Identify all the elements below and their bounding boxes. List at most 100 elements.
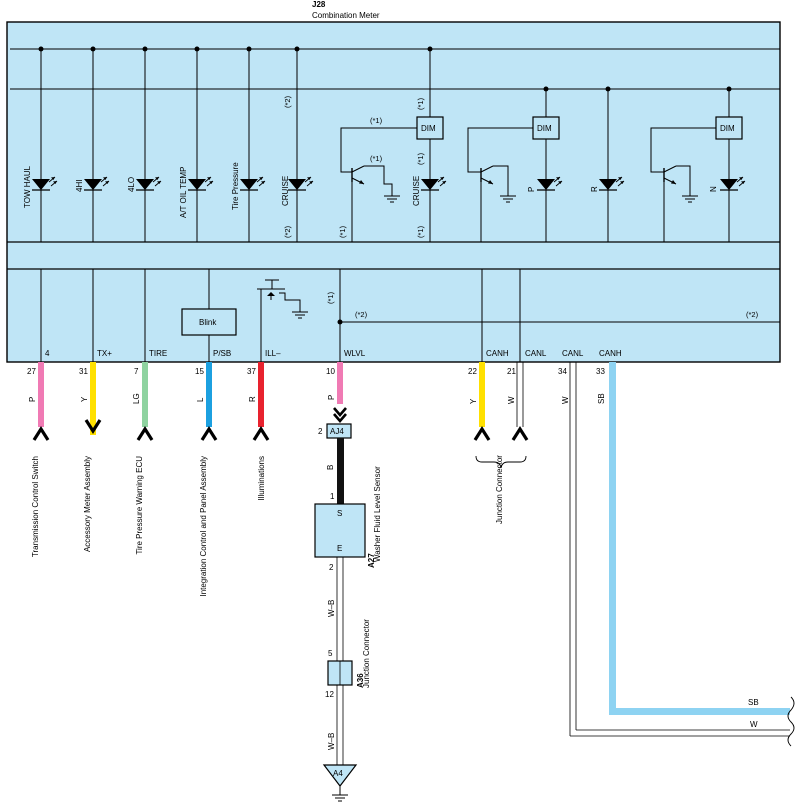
note-star1-gnd: (*1): [370, 154, 383, 163]
note-star1-mid: (*1): [416, 152, 425, 165]
indicator-at-oil-temp: A/T OIL TEMP: [179, 49, 214, 242]
indicator-cruise-star2: CRUISE (*2) (*2): [281, 49, 314, 242]
dim-label: DIM: [421, 124, 436, 133]
washer-fluid-sensor: [314, 503, 366, 558]
dest-accessory-meter: Accessory Meter Assembly: [83, 456, 92, 552]
wire-color: W: [507, 396, 516, 404]
pin-number: 33: [596, 367, 605, 376]
sensor-e-label: E: [337, 544, 342, 553]
ill-minus-fet: [257, 279, 309, 362]
component-code: J28: [312, 0, 326, 9]
destination-labels: Transmission Control Switch Accessory Me…: [31, 456, 266, 597]
sensor-pin-s: 1: [330, 492, 335, 501]
junction-brace: [475, 455, 527, 469]
terminal-name: CANH: [599, 349, 622, 358]
dest-illuminations: Illuminations: [257, 456, 266, 500]
terminal-name: TIRE: [149, 349, 167, 358]
pin-number: 15: [195, 367, 204, 376]
note-star2-bottom: (*2): [283, 225, 292, 238]
wire-yellow-txplus: [90, 362, 96, 435]
a36-code: A36: [356, 673, 365, 688]
terminal-name: CANH: [486, 349, 509, 358]
sensor-pin-e: 2: [329, 563, 334, 572]
pin-number: 37: [247, 367, 256, 376]
a36-pin-out: 12: [325, 690, 334, 699]
note-star1-base: (*1): [338, 225, 347, 238]
bus-sb-label: SB: [748, 698, 759, 707]
wire-b-label: B: [326, 465, 335, 470]
terminal-name: CANL: [562, 349, 584, 358]
terminal-name: TX+: [97, 349, 112, 358]
terminal-name: ILL–: [265, 349, 281, 358]
wire-pink-4: [38, 362, 44, 427]
wire-color: Y: [469, 398, 478, 404]
terminal-name: CANL: [525, 349, 547, 358]
indicator-label: R: [590, 186, 599, 192]
dim-label: DIM: [720, 124, 735, 133]
note-star2-wlvl: (*2): [355, 310, 368, 319]
wire-red-ill: [258, 362, 264, 427]
component-name: Combination Meter: [312, 11, 380, 20]
terminal-names: 4 TX+ TIRE P/SB ILL– WLVL CANH CANL CANL…: [45, 349, 622, 358]
external-wires: [38, 362, 524, 435]
wire-white-black: [336, 557, 344, 765]
terminal-name: 4: [45, 349, 50, 358]
indicator-label: Tire Pressure: [231, 162, 240, 210]
indicator-tow-haul: TOW HAUL: [23, 49, 58, 242]
ground-a4: [322, 764, 358, 787]
indicator-p: DIM P: [467, 89, 563, 242]
note-star1-top: (*1): [416, 97, 425, 110]
note-star1-wlvl: (*1): [326, 291, 335, 304]
ground-code: A4: [333, 769, 343, 778]
dest-transmission: Transmission Control Switch: [31, 456, 40, 557]
wire-color: SB: [597, 393, 606, 404]
terminal-name: WLVL: [344, 349, 366, 358]
pin-number: 21: [507, 367, 516, 376]
wire-yellow-canh: [479, 362, 485, 427]
connector-arrow: [32, 427, 50, 442]
pin-number: 27: [27, 367, 36, 376]
note-star1-dim: (*1): [370, 116, 383, 125]
wire-pink-wlvl: [337, 362, 343, 404]
wire-blue-psb: [206, 362, 212, 427]
indicator-r: R: [590, 89, 625, 242]
sensor-name: Washer Fluid Level Sensor: [373, 466, 382, 562]
wire-color-labels: P Y LG L R P Y W W SB: [28, 393, 606, 404]
can-bus-right: [569, 362, 790, 737]
connector-arrow: [200, 427, 218, 442]
indicator-tire-pressure: Tire Pressure: [231, 49, 266, 242]
indicator-label: 4LO: [127, 177, 136, 192]
wire-color: Y: [80, 396, 89, 402]
note-star1-bottom: (*1): [416, 225, 425, 238]
connector-arrow: [252, 427, 270, 442]
indicator-4hi: 4HI: [75, 49, 110, 242]
bus-w-label: W: [750, 720, 758, 729]
indicator-label: CRUISE: [412, 176, 421, 206]
blink-block: [181, 308, 237, 336]
indicator-label: CRUISE: [281, 176, 290, 206]
indicator-label: P: [527, 187, 536, 192]
pin-number: 22: [468, 367, 477, 376]
wire-color: R: [248, 396, 257, 402]
connector-arrow: [511, 427, 529, 442]
a36-name: Junction Connector: [362, 619, 371, 688]
blink-label: Blink: [199, 318, 217, 327]
wire-color: L: [196, 397, 205, 402]
terminal-name: P/SB: [213, 349, 231, 358]
dest-tire-pressure-ecu: Tire Pressure Warning ECU: [135, 456, 144, 555]
indicator-n: DIM N: [650, 89, 746, 242]
sensor-code: A27: [367, 553, 376, 568]
connector-arrow: [84, 419, 102, 434]
junction-connector-label: Junction Connector: [495, 455, 504, 524]
pin-number: 7: [134, 367, 139, 376]
aj4-code: AJ4: [330, 427, 344, 436]
connector-arrow: [473, 427, 491, 442]
note-star2-right: (*2): [746, 310, 759, 319]
aj4-pin: 2: [318, 427, 323, 436]
pin-number: 31: [79, 367, 88, 376]
indicator-4lo: 4LO: [127, 49, 162, 242]
pin-numbers: 27 31 7 15 37 10 22 21 34 33: [27, 367, 605, 376]
indicator-cruise-star1: DIM CRUISE (*1) (*1) (*1) (*1) (*1) (*1): [338, 49, 447, 242]
wire-color: P: [28, 397, 37, 402]
